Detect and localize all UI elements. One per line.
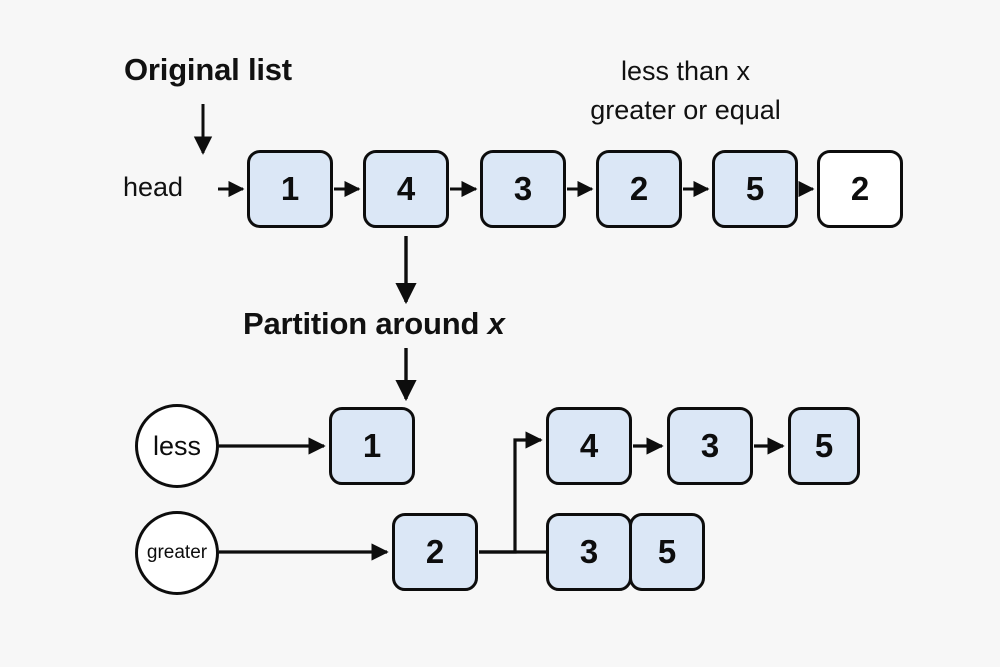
less-pointer-label: less [152, 430, 201, 461]
node-value: 3 [700, 427, 720, 464]
page-title: Original list [124, 52, 292, 87]
greater-pointer-circle[interactable]: greater [135, 511, 219, 595]
less-node-3[interactable]: 5 [788, 407, 860, 485]
node-value: 2 [629, 170, 649, 207]
original-node-3[interactable]: 2 [596, 150, 682, 228]
legend-note-line-2: greater or equal [590, 95, 781, 126]
original-node-1[interactable]: 4 [363, 150, 449, 228]
node-value: 5 [657, 533, 677, 570]
node-value: 4 [579, 427, 599, 464]
partition-step-label: Partition around x [243, 306, 505, 342]
legend-note: less than x greater or equal [553, 52, 818, 130]
node-value: 5 [745, 170, 765, 207]
less-node-0[interactable]: 1 [329, 407, 415, 485]
less-node-1[interactable]: 4 [546, 407, 632, 485]
node-value: 3 [513, 170, 533, 207]
greater-node-0[interactable]: 2 [392, 513, 478, 591]
less-node-2[interactable]: 3 [667, 407, 753, 485]
original-node-2[interactable]: 3 [480, 150, 566, 228]
original-node-4[interactable]: 5 [712, 150, 798, 228]
original-node-5[interactable]: 2 [817, 150, 903, 228]
node-value: 1 [280, 170, 300, 207]
node-value: 3 [579, 533, 599, 570]
node-value: 1 [362, 427, 382, 464]
legend-note-line-1: less than x [620, 56, 751, 86]
greater-pointer-label: greater [146, 542, 208, 563]
node-value: 4 [396, 170, 416, 207]
original-node-0[interactable]: 1 [247, 150, 333, 228]
arrow-greater-node0-to-less-node1 [479, 431, 543, 554]
head-label: head [123, 172, 184, 202]
greater-node-2[interactable]: 5 [629, 513, 705, 591]
partition-step-text: Partition around [243, 306, 488, 341]
node-value: 5 [814, 427, 834, 464]
greater-node-1[interactable]: 3 [546, 513, 632, 591]
node-value: 2 [850, 170, 870, 207]
partition-step-var: x [487, 306, 505, 341]
node-value: 2 [425, 533, 445, 570]
less-pointer-circle[interactable]: less [135, 404, 219, 488]
